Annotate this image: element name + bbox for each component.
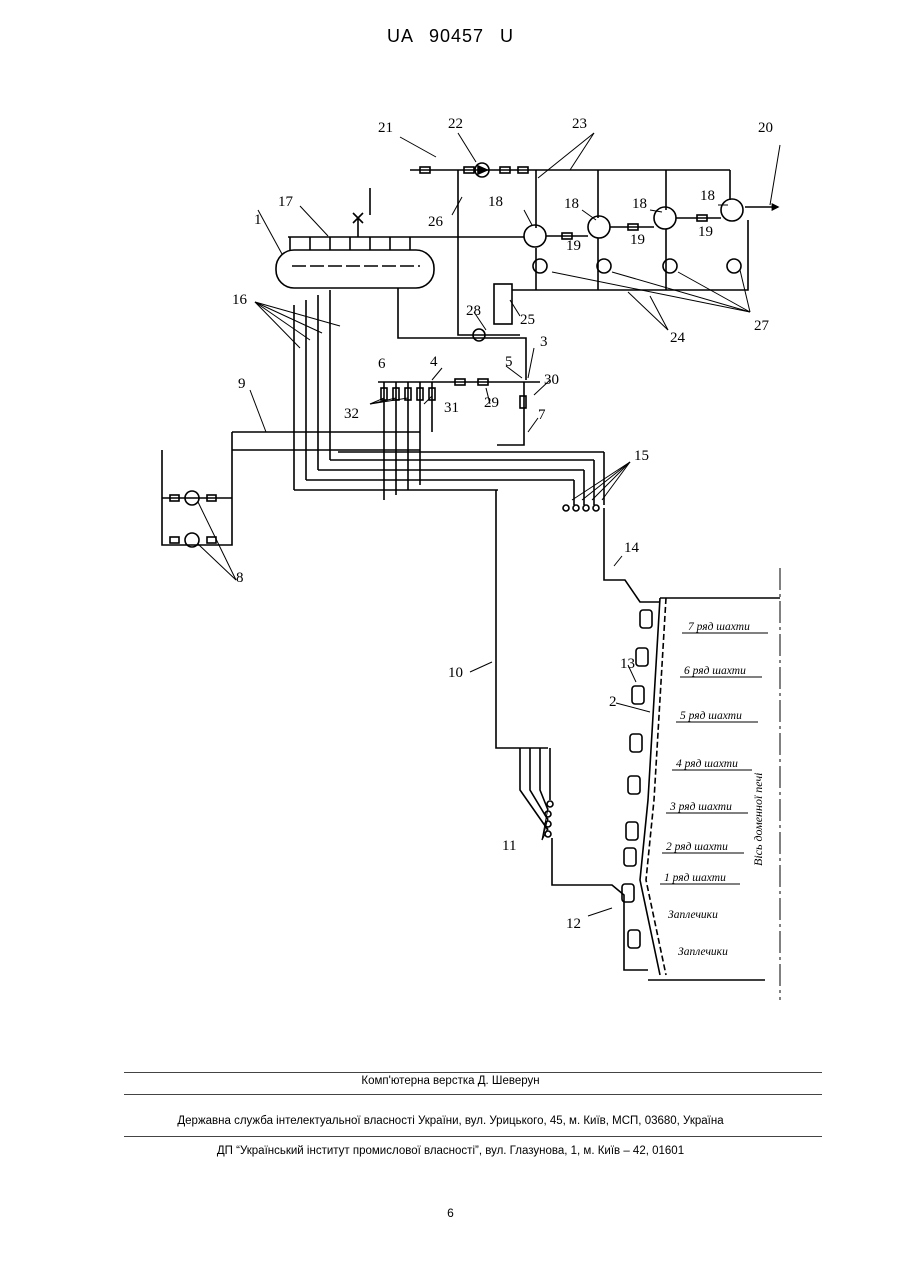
heat-exchanger-3-icon [654,207,676,229]
label-9: 9 [238,376,246,392]
footer-typesetting: Комп'ютерна верстка Д. Шеверун [0,1075,901,1087]
label-18-a: 18 [488,194,503,210]
footer-rule-3 [124,1136,822,1137]
label-1: 1 [254,212,262,228]
page-number: 6 [0,1206,901,1220]
label-17: 17 [278,194,294,210]
label-22: 22 [448,116,463,132]
cooling-system-schematic: 1 2 3 4 5 6 7 8 9 10 11 12 13 14 15 16 1… [0,0,901,1060]
label-24: 24 [670,330,686,346]
heat-exchanger-1-icon [524,225,546,247]
row-label-3: 3 ряд шахти [669,801,732,813]
label-10: 10 [448,665,463,681]
supply-pipe-10 [496,490,548,748]
label-18-b: 18 [564,196,579,212]
label-20: 20 [758,120,773,136]
label-5: 5 [505,354,513,370]
row-label-bosh-1: Заплечики [668,909,718,921]
label-19-b: 19 [630,232,645,248]
footer-rule-2 [124,1094,822,1095]
label-8: 8 [236,570,244,586]
label-16: 16 [232,292,248,308]
label-18-d: 18 [700,188,715,204]
tank-25-icon [494,284,512,324]
label-27: 27 [754,318,770,334]
heat-exchanger-4-icon [721,199,743,221]
footer-institute: ДП “Український інститут промислової вла… [0,1145,901,1157]
label-29: 29 [484,395,499,411]
label-30: 30 [544,372,559,388]
label-14: 14 [624,540,640,556]
label-19-a: 19 [566,238,581,254]
label-2: 2 [609,694,617,710]
footer-rule-1 [124,1072,822,1073]
label-31: 31 [444,400,459,416]
furnace-axis-label: Вісь доменної печі [751,772,765,866]
label-4: 4 [430,354,438,370]
label-28: 28 [466,303,481,319]
label-11: 11 [502,838,516,854]
row-label-2: 2 ряд шахти [666,841,728,853]
row-label-4: 4 ряд шахти [676,758,738,770]
label-3: 3 [540,334,548,350]
furnace-wall-2 [640,598,660,975]
row-label-1: 1 ряд шахти [664,872,726,884]
label-6: 6 [378,356,386,372]
row-label-7: 7 ряд шахти [688,621,750,633]
label-18-c: 18 [632,196,647,212]
row-label-bosh-2: Заплечики [678,946,728,958]
label-21: 21 [378,120,393,136]
label-26: 26 [428,214,444,230]
row-label-6: 6 ряд шахти [684,665,746,677]
label-13: 13 [620,656,635,672]
footer-agency: Державна служба інтелектуальної власност… [0,1115,901,1127]
label-15: 15 [634,448,649,464]
label-19-c: 19 [698,224,713,240]
label-12: 12 [566,916,581,932]
label-23: 23 [572,116,587,132]
label-32: 32 [344,406,359,422]
heat-exchanger-2-icon [588,216,610,238]
label-25: 25 [520,312,535,328]
deaerator-tank-icon [276,250,434,288]
row-label-5: 5 ряд шахти [680,710,742,722]
label-7: 7 [538,407,546,423]
